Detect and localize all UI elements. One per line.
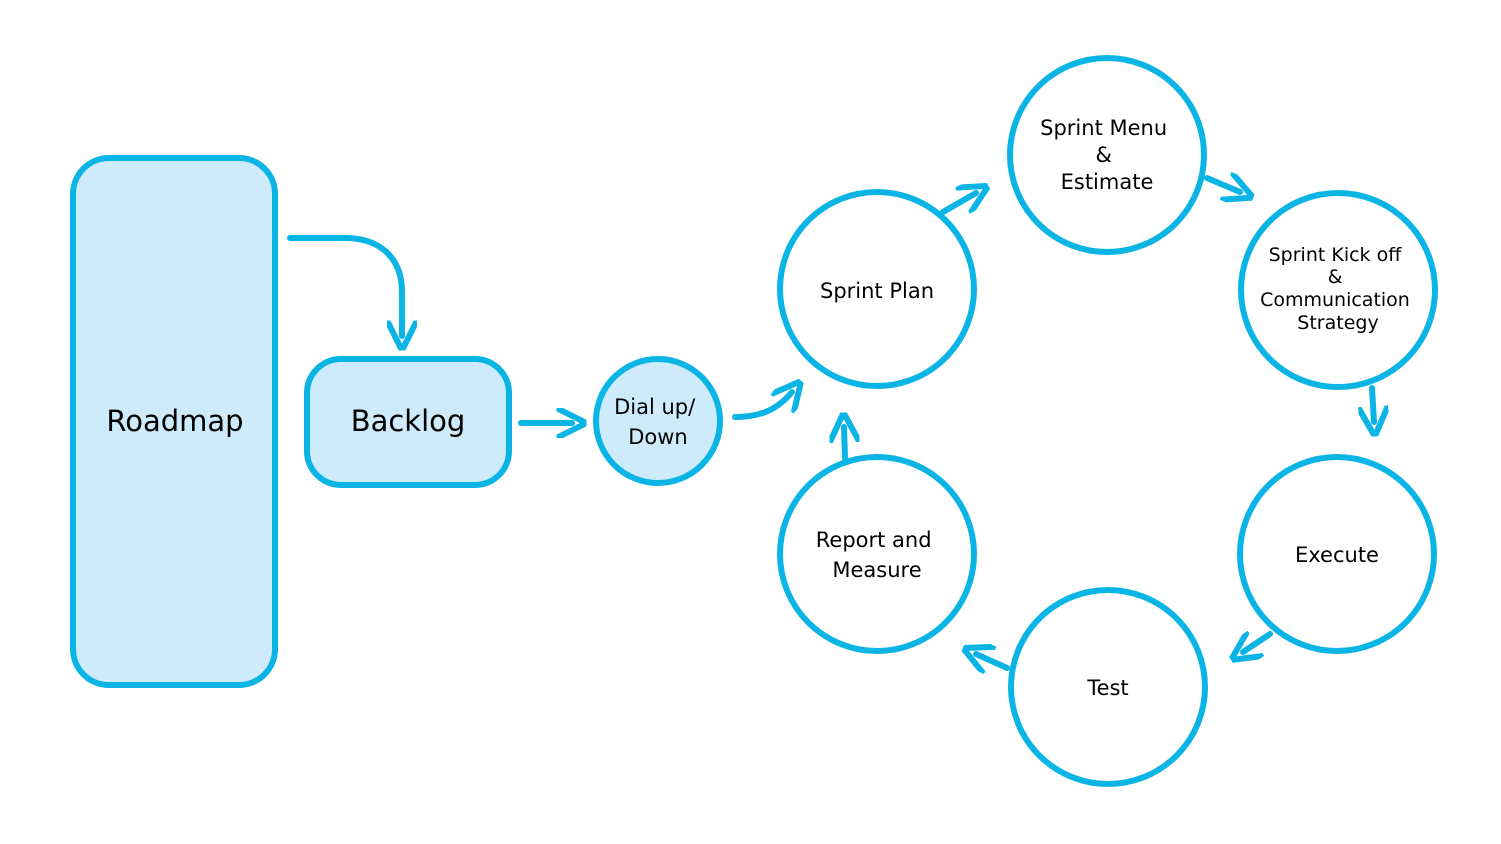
sprint-kickoff-line-1: Sprint Kick off [1269,244,1403,266]
arrow-execute-to-test [1243,634,1273,652]
arrow-roadmap-to-backlog [287,235,402,336]
sprint-menu-line-1: Sprint Menu [1040,116,1167,140]
report-label-line-1: Report and [816,528,932,552]
test-node: Test [1008,587,1208,787]
sprint-plan-label: Sprint Plan [820,279,934,303]
roadmap-label: Roadmap [106,404,243,438]
execute-node: Execute [1237,454,1437,654]
test-label: Test [1086,676,1128,700]
sprint-kickoff-label: Sprint Kick off & Communication Strategy [1260,244,1416,334]
execute-label: Execute [1295,543,1379,567]
arrow-sprint-plan-to-sprint-menu [940,193,976,215]
report-label: Report and Measure [816,528,939,582]
dial-label: Dial up/ Down [614,395,702,449]
sprint-kickoff-line-2: & [1328,266,1343,288]
sprint-menu-line-3: Estimate [1061,170,1154,194]
sprint-menu-label: Sprint Menu & Estimate [1040,116,1174,194]
report-node: Report and Measure [777,454,977,654]
dial-label-line-2: Down [628,425,688,449]
sprint-kickoff-line-3: Communication [1260,289,1410,311]
dial-label-line-1: Dial up/ [614,395,696,419]
arrow-report-to-sprint-plan [844,427,845,461]
sprint-menu-line-2: & [1095,143,1111,167]
report-label-line-2: Measure [832,558,921,582]
arrow-test-to-report [976,654,1010,668]
sprint-kickoff-node: Sprint Kick off & Communication Strategy [1238,190,1438,390]
roadmap-node: Roadmap [70,155,278,688]
backlog-label: Backlog [351,404,466,438]
arrow-dial-to-sprint-plan [732,392,792,420]
arrow-kickoff-to-execute [1372,385,1374,422]
sprint-kickoff-line-4: Strategy [1297,312,1378,334]
arrow-sprint-menu-to-kickoff [1204,178,1240,192]
sprint-menu-node: Sprint Menu & Estimate [1007,55,1207,255]
dial-node: Dial up/ Down [593,356,723,486]
backlog-node: Backlog [304,356,512,488]
sprint-plan-node: Sprint Plan [777,189,977,389]
